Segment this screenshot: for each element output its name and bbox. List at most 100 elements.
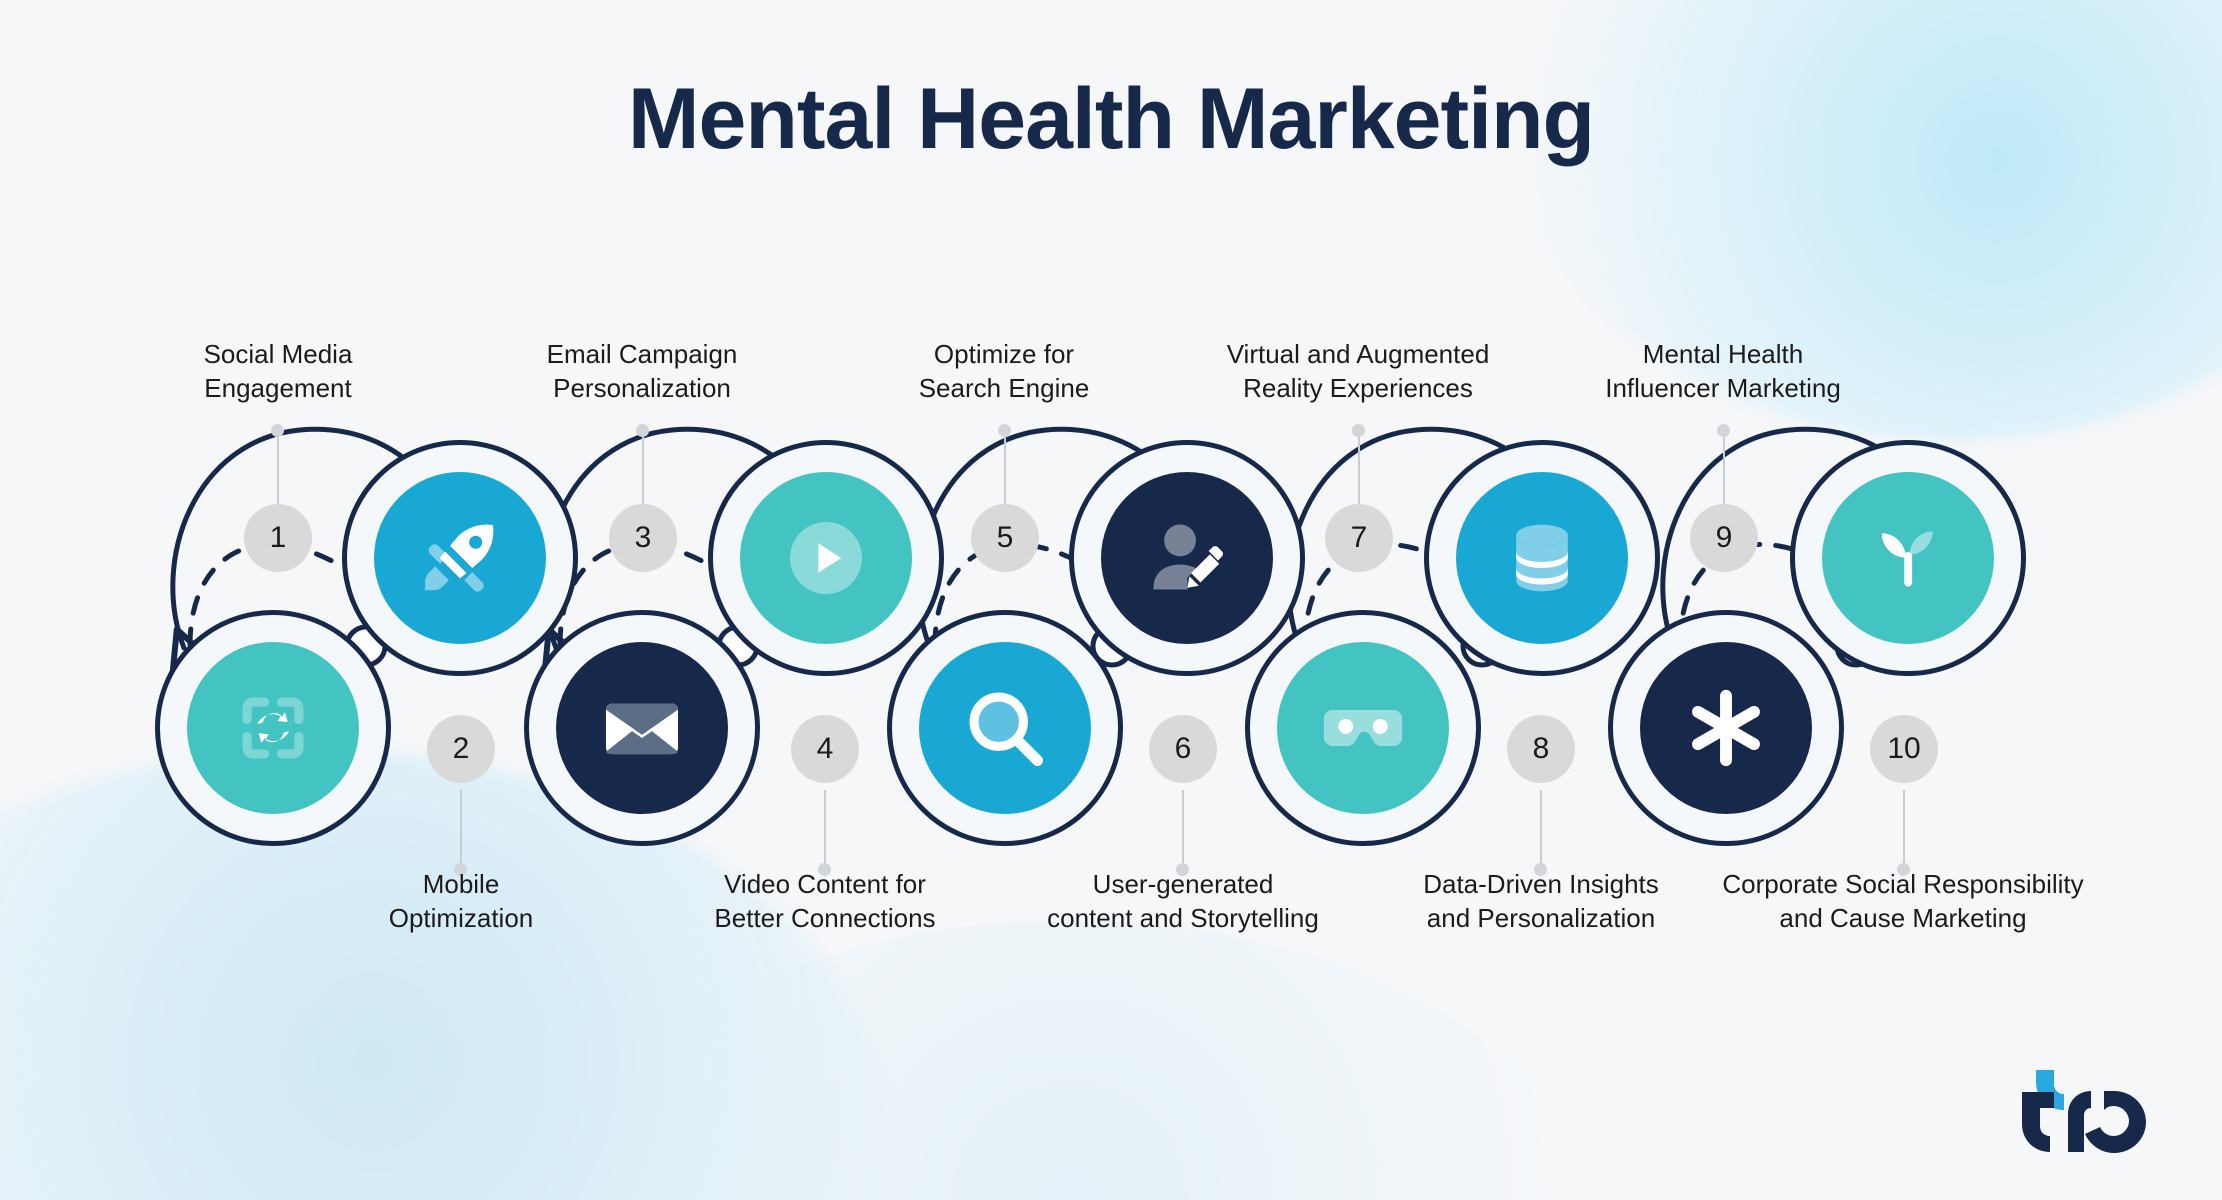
step-number-6: 6 (1149, 715, 1217, 783)
stalk-7 (1358, 430, 1360, 520)
stalk-1 (277, 430, 279, 520)
stalk-dot-8 (1534, 863, 1547, 876)
step-number-10-text: 10 (1887, 732, 1921, 765)
step-label-6-line1: User-generated (1092, 869, 1274, 899)
user-edit-icon (1153, 524, 1223, 590)
icon-disc-7 (1456, 472, 1628, 644)
stalk-dot-6 (1176, 863, 1189, 876)
icon-disc-8 (1277, 642, 1449, 814)
step-label-10: Corporate Social Responsibility and Caus… (1703, 868, 2103, 936)
step-number-7: 7 (1325, 504, 1393, 572)
step-label-2-line1: Mobile (422, 869, 500, 899)
step-number-4-text: 4 (816, 732, 834, 765)
stalk-2 (460, 790, 462, 870)
step-label-9: Mental Health Influencer Marketing (1523, 338, 1923, 406)
step-number-3: 3 (609, 504, 677, 572)
envelope-icon (605, 703, 679, 755)
step-number-8-text: 8 (1532, 732, 1550, 765)
stalk-dot-3 (636, 424, 649, 437)
step-number-10: 10 (1870, 715, 1938, 783)
step-number-5-text: 5 (996, 521, 1014, 554)
icon-disc-6 (919, 642, 1091, 814)
sync-refresh-icon (242, 697, 304, 759)
database-icon (1516, 524, 1568, 592)
step-label-4: Video Content for Better Connections (625, 868, 1025, 936)
stalk-dot-7 (1352, 424, 1365, 437)
step-label-4-line2: Better Connections (714, 902, 936, 933)
icon-disc-9 (1822, 472, 1994, 644)
stalk-4 (824, 790, 826, 870)
node-step-6[interactable] (887, 610, 1123, 846)
step-label-8-line1: Data-Driven Insights (1423, 869, 1659, 899)
stalk-dot-10 (1897, 863, 1910, 876)
step-number-1-text: 1 (269, 521, 287, 554)
step-label-7-line2: Reality Experiences (1243, 372, 1473, 403)
icon-disc-2 (187, 642, 359, 814)
step-number-9-text: 9 (1715, 521, 1733, 554)
icon-disc-4 (556, 642, 728, 814)
step-label-5-line1: Optimize for (933, 339, 1075, 369)
step-label-8: Data-Driven Insights and Personalization (1341, 868, 1741, 936)
step-number-8: 8 (1507, 715, 1575, 783)
play-video-icon (789, 521, 863, 595)
step-label-5: Optimize for Search Engine (839, 338, 1169, 406)
node-step-4[interactable] (524, 610, 760, 846)
asterisk-sparkle-icon (1692, 689, 1760, 767)
stalk-dot-5 (998, 424, 1011, 437)
stalk-3 (642, 430, 644, 520)
sprout-plant-icon (1881, 531, 1933, 587)
step-label-4-line1: Video Content for (724, 869, 926, 899)
node-step-10[interactable] (1608, 610, 1844, 846)
step-label-9-line2: Influencer Marketing (1605, 372, 1841, 403)
stalk-dot-9 (1717, 424, 1730, 437)
icon-disc-10 (1640, 642, 1812, 814)
node-step-3[interactable] (708, 440, 944, 676)
rocket-icon (425, 524, 494, 592)
step-number-2-text: 2 (452, 732, 470, 765)
step-label-1-line2: Engagement (204, 372, 352, 403)
step-number-5: 5 (971, 504, 1039, 572)
step-label-5-line2: Search Engine (918, 372, 1090, 403)
node-step-1[interactable] (342, 440, 578, 676)
step-label-2: Mobile Optimization (296, 868, 626, 936)
step-label-6: User-generated content and Storytelling (983, 868, 1383, 936)
step-label-6-line2: content and Storytelling (1047, 902, 1319, 933)
node-step-9[interactable] (1790, 440, 2026, 676)
node-step-8[interactable] (1245, 610, 1481, 846)
stalk-dot-1 (271, 424, 284, 437)
step-number-9: 9 (1690, 504, 1758, 572)
node-step-5[interactable] (1069, 440, 1305, 676)
vr-goggles-icon (1323, 709, 1403, 747)
search-magnifier-icon (969, 692, 1043, 766)
step-number-7-text: 7 (1350, 521, 1368, 554)
step-number-6-text: 6 (1174, 732, 1192, 765)
stalk-5 (1004, 430, 1006, 520)
step-label-2-line2: Optimization (388, 902, 534, 933)
tro-brand-logo (2022, 1070, 2146, 1153)
stalk-dot-2 (454, 863, 467, 876)
step-label-7-line1: Virtual and Augmented (1226, 339, 1490, 369)
stalk-10 (1903, 790, 1905, 870)
stalk-6 (1182, 790, 1184, 870)
step-label-10-line2: and Cause Marketing (1779, 902, 2027, 933)
step-label-1-line1: Social Media (203, 339, 353, 369)
icon-disc-5 (1101, 472, 1273, 644)
step-label-10-line1: Corporate Social Responsibility (1722, 869, 2084, 899)
node-step-7[interactable] (1424, 440, 1660, 676)
icon-disc-1 (374, 472, 546, 644)
icon-disc-3 (740, 472, 912, 644)
stalk-dot-4 (818, 863, 831, 876)
step-label-7: Virtual and Augmented Reality Experience… (1158, 338, 1558, 406)
step-number-4: 4 (791, 715, 859, 783)
stalk-8 (1540, 790, 1542, 870)
step-label-3-line1: Email Campaign (546, 339, 738, 369)
step-label-3: Email Campaign Personalization (477, 338, 807, 406)
step-number-2: 2 (427, 715, 495, 783)
step-label-8-line2: and Personalization (1426, 902, 1656, 933)
step-number-1: 1 (244, 504, 312, 572)
stalk-9 (1723, 430, 1725, 520)
node-step-2[interactable] (155, 610, 391, 846)
step-number-3-text: 3 (634, 521, 652, 554)
step-label-3-line2: Personalization (553, 372, 731, 403)
